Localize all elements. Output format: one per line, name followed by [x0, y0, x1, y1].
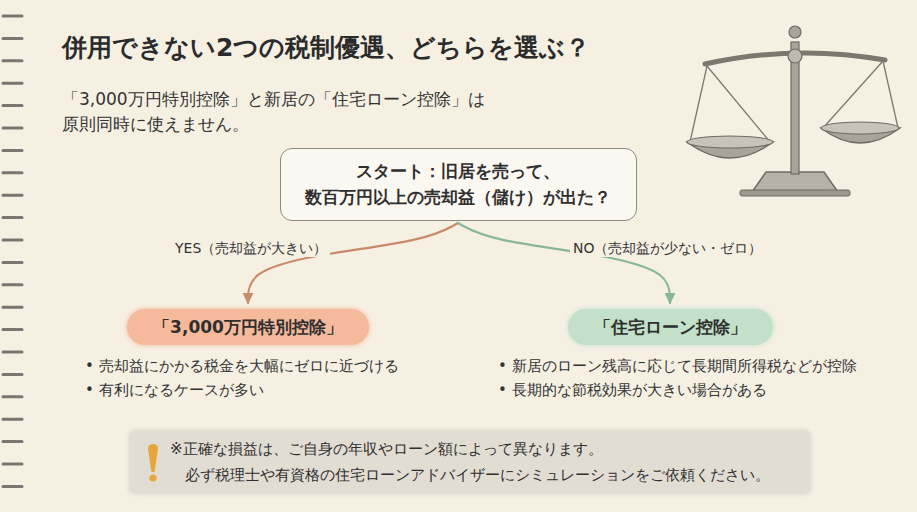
binding-ring — [3, 283, 22, 286]
binding-ring — [3, 82, 22, 85]
binding-ring — [3, 373, 22, 376]
binding-ring — [3, 216, 22, 219]
binding-ring — [3, 37, 22, 40]
branch-arrow — [458, 223, 670, 303]
branch-label: NO（売却益が少ない・ゼロ） — [570, 239, 766, 257]
exclamation-bar — [148, 444, 158, 472]
binding-ring — [3, 351, 22, 354]
bullet-point: • 新居のローン残高に応じて長期間所得税などが控除 — [498, 356, 857, 376]
binding-ring — [3, 171, 22, 174]
scale-finial — [789, 26, 801, 38]
binding-ring — [3, 440, 22, 443]
page-title: 併用できない2つの税制優遇、どちらを選ぶ？ — [62, 33, 590, 63]
spiral-binding — [3, 16, 22, 486]
node-text: ※正確な損益は、ご自身の年収やローン額によって異なります。 必ず税理士や有資格の… — [170, 436, 795, 488]
binding-ring — [3, 463, 22, 466]
node-text: 「3,000万円特別控除」 — [153, 315, 343, 339]
node-text: スタート：旧居を売って、 数百万円以上の売却益（儲け）が出た？ — [293, 159, 624, 210]
warning-icon — [142, 442, 164, 484]
bullet-point: • 有利になるケースが多い — [85, 380, 264, 400]
binding-ring — [3, 418, 22, 421]
binding-ring — [3, 261, 22, 264]
start-box: スタート：旧居を売って、 数百万円以上の売却益（儲け）が出た？ — [280, 148, 637, 221]
scale-string — [883, 61, 898, 128]
binding-ring — [3, 306, 22, 309]
binding-ring — [3, 485, 22, 488]
subtitle: 「3,000万円特別控除」と新居の「住宅ローン控除」は 原則同時に使えません。 — [62, 87, 542, 136]
scale-base — [752, 172, 838, 192]
binding-ring — [3, 395, 22, 398]
node-text: 「住宅ローン控除」 — [594, 315, 747, 339]
scale-string — [707, 66, 770, 142]
branch-label: YES（売却益が大きい） — [172, 239, 330, 257]
binding-ring — [3, 15, 22, 18]
scale-string — [690, 66, 707, 142]
binding-ring — [3, 59, 22, 62]
option-pill: 「住宅ローン控除」 — [568, 309, 773, 345]
binding-ring — [3, 328, 22, 331]
scale-foot — [740, 190, 850, 196]
branch-arrow — [248, 223, 458, 303]
scale-pan-rim — [821, 122, 899, 134]
scale-pan-rim — [687, 136, 773, 148]
binding-ring — [3, 194, 22, 197]
binding-ring — [3, 127, 22, 130]
binding-ring — [3, 149, 22, 152]
scale-string — [823, 61, 883, 128]
bullet-point: • 売却益にかかる税金を大幅にゼロに近づける — [85, 356, 399, 376]
note-panel: ※正確な損益は、ご自身の年収やローン額によって異なります。 必ず税理士や有資格の… — [130, 431, 810, 493]
balance-scale — [687, 26, 900, 196]
binding-ring — [3, 239, 22, 242]
binding-ring — [3, 104, 22, 107]
exclamation-dot — [149, 474, 156, 481]
option-pill: 「3,000万円特別控除」 — [127, 309, 369, 345]
bullet-point: • 長期的な節税効果が大きい場合がある — [498, 380, 767, 400]
scale-pivot — [788, 49, 802, 63]
